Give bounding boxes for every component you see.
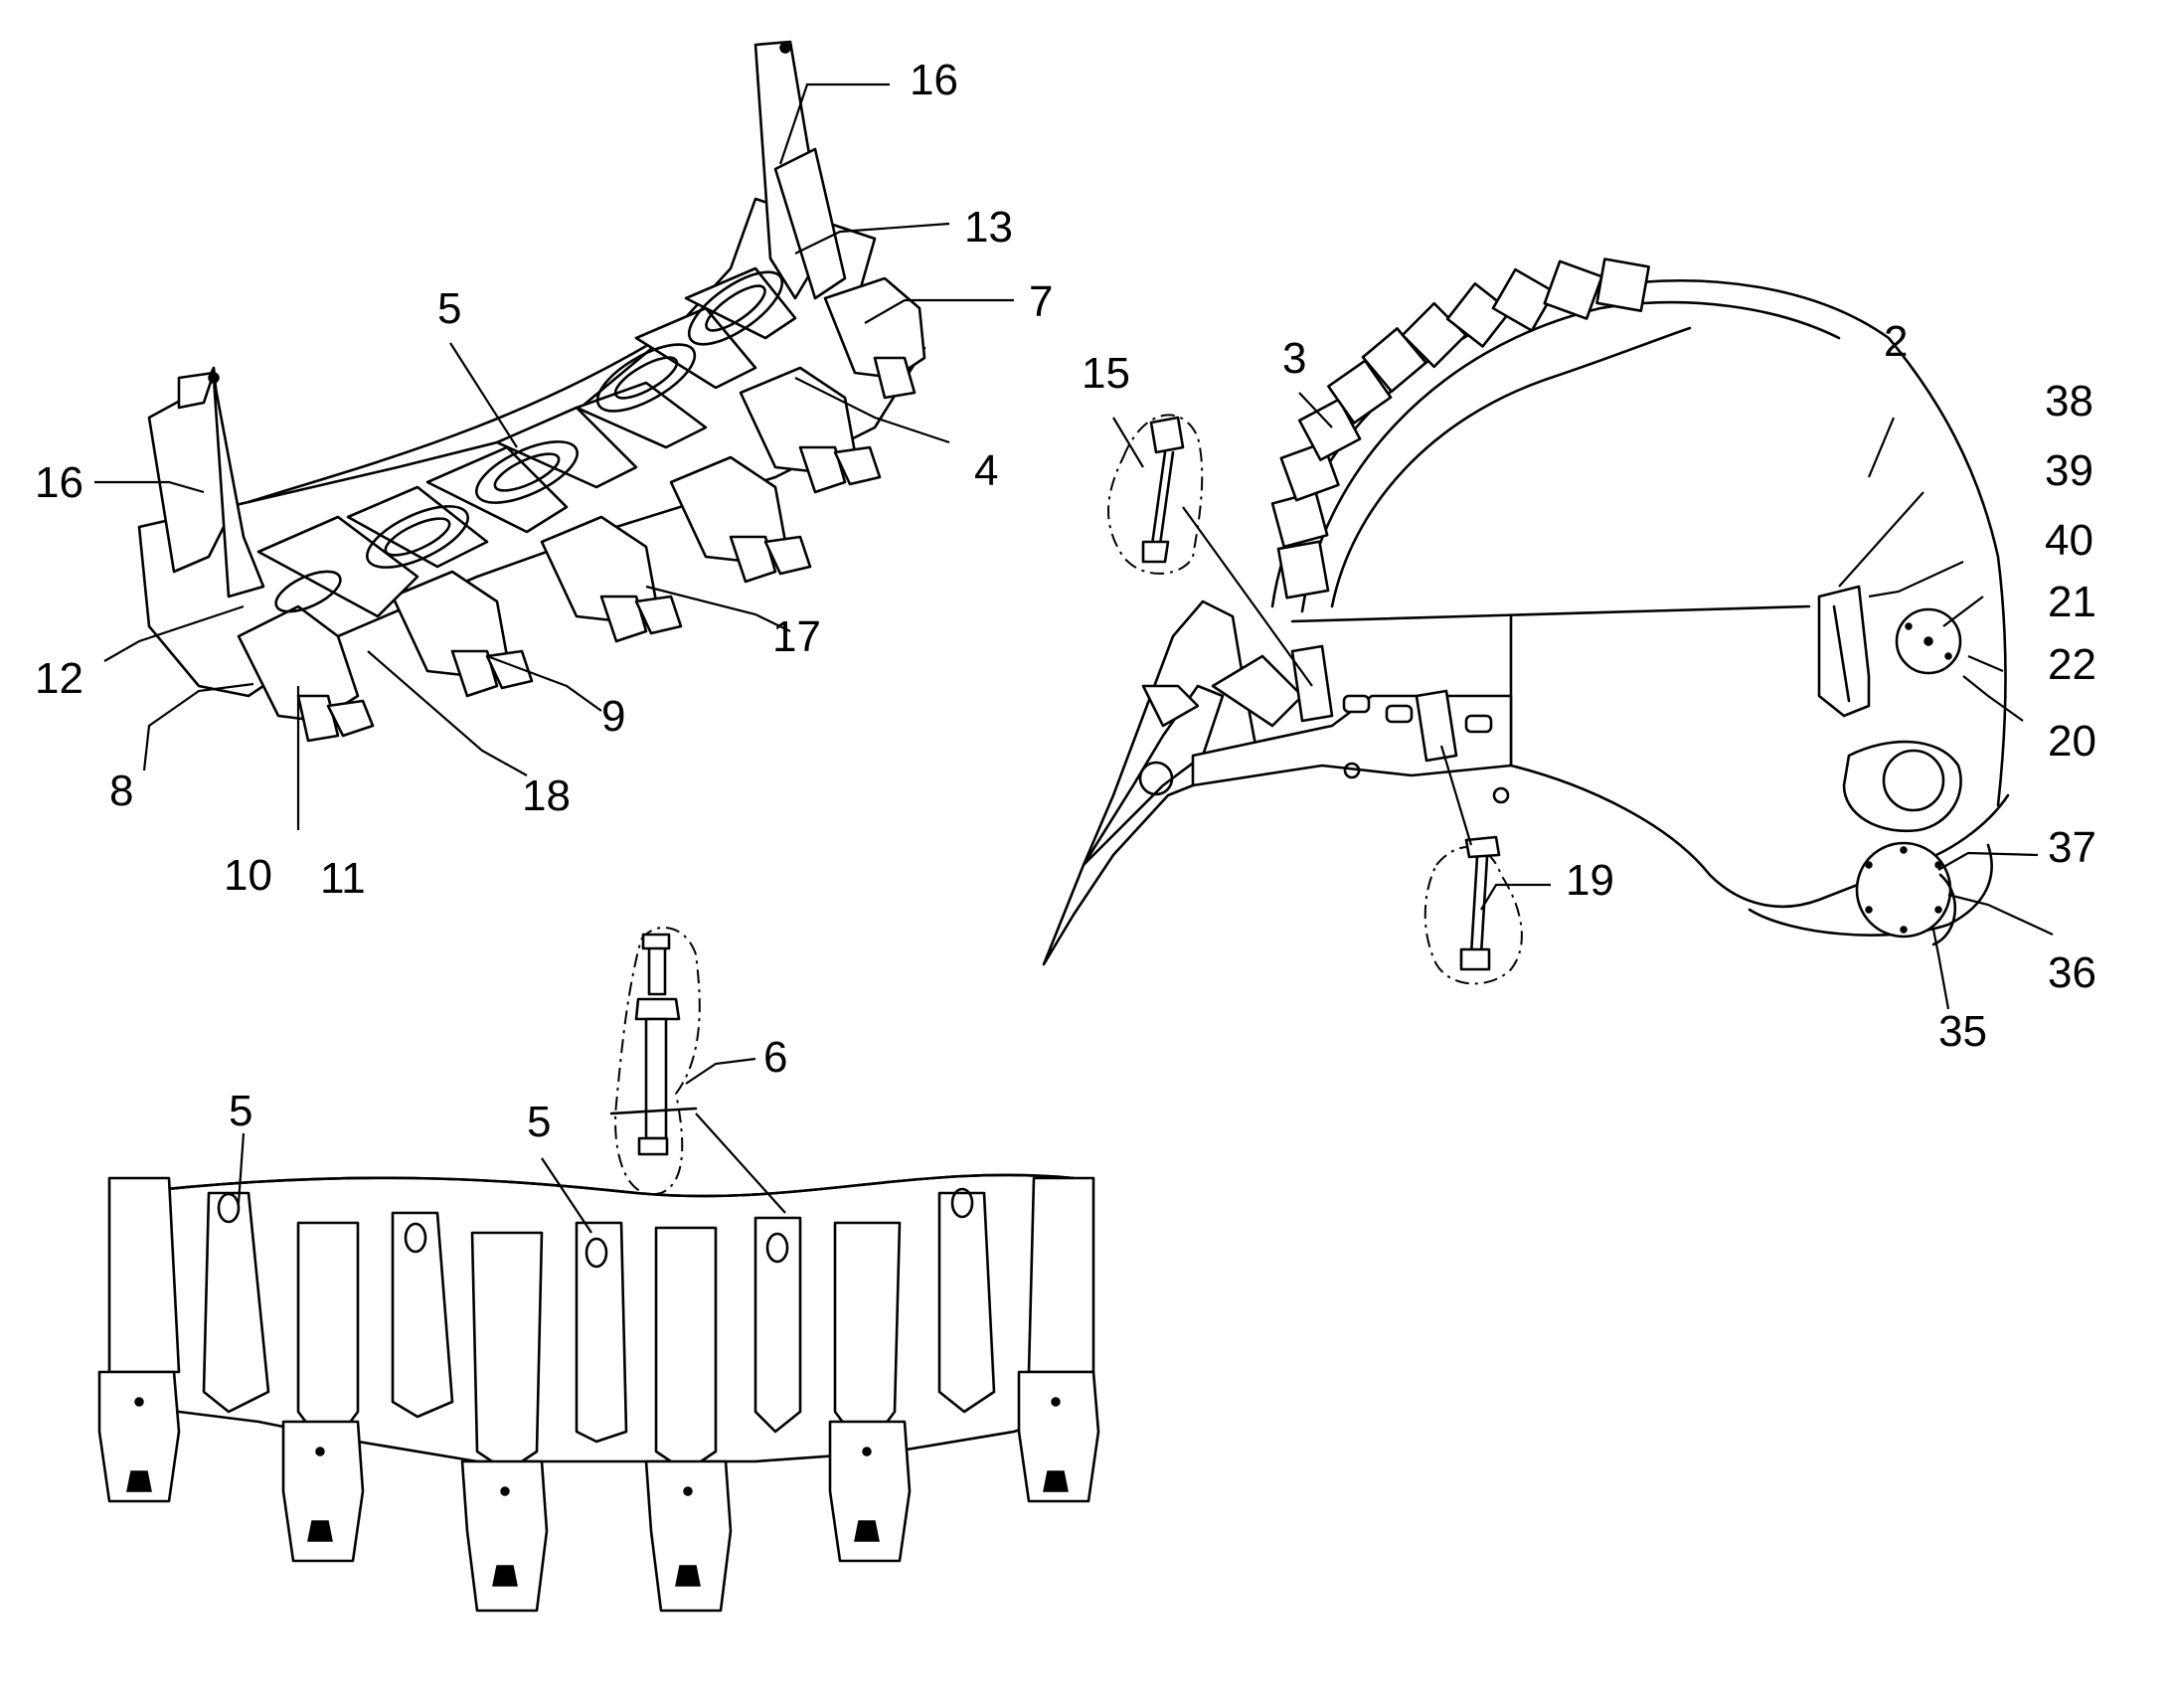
callout-7: 7 (1029, 277, 1053, 326)
adapter-row (237, 276, 926, 743)
wear-block-row (1270, 257, 1650, 599)
callout-5-bottom-middle: 5 (527, 1098, 551, 1146)
bucket-lip-front-view (97, 1173, 1100, 1613)
callout-9: 9 (601, 692, 625, 741)
bolt-assembly-6 (609, 933, 698, 1156)
callout-39: 39 (2045, 446, 2093, 495)
callout-19: 19 (1566, 856, 1614, 905)
callout-21: 21 (2048, 578, 2096, 626)
callout-40: 40 (2045, 516, 2093, 565)
callout-37: 37 (2048, 823, 2096, 872)
callout-38: 38 (2045, 377, 2093, 426)
callout-20: 20 (2048, 717, 2096, 766)
callout-5-top: 5 (437, 284, 461, 333)
detail-bubbles (614, 414, 1523, 1196)
callout-labels: 16 13 7 5 4 16 12 8 10 11 18 9 17 15 3 2… (35, 56, 2096, 1146)
callout-2: 2 (1884, 317, 1908, 366)
lifting-loops (274, 270, 784, 613)
bucket-lip-perspective-view (137, 40, 926, 743)
bolt-assembly-15 (1141, 416, 1185, 564)
callout-36: 36 (2048, 948, 2096, 997)
callout-16-top: 16 (910, 56, 958, 104)
callout-13: 13 (964, 203, 1013, 252)
callout-18: 18 (522, 771, 571, 820)
callout-35: 35 (1938, 1007, 1987, 1056)
callout-6: 6 (763, 1033, 787, 1082)
front-teeth (97, 1370, 1100, 1613)
callout-10: 10 (224, 851, 272, 900)
callout-11: 11 (320, 854, 366, 903)
callout-15: 15 (1082, 349, 1130, 398)
bucket-side-view (1042, 257, 2010, 966)
callout-22: 22 (2048, 640, 2096, 689)
callout-4: 4 (974, 446, 998, 495)
callout-16-left: 16 (35, 458, 84, 507)
callout-5-bottom-left: 5 (229, 1087, 252, 1135)
callout-8: 8 (109, 767, 133, 815)
callout-17: 17 (772, 612, 821, 661)
bolt-assembly-19 (1459, 835, 1501, 971)
callout-12: 12 (35, 654, 84, 703)
shroud-row (256, 266, 797, 618)
callout-3: 3 (1282, 334, 1306, 383)
leader-lines (94, 83, 2054, 1234)
